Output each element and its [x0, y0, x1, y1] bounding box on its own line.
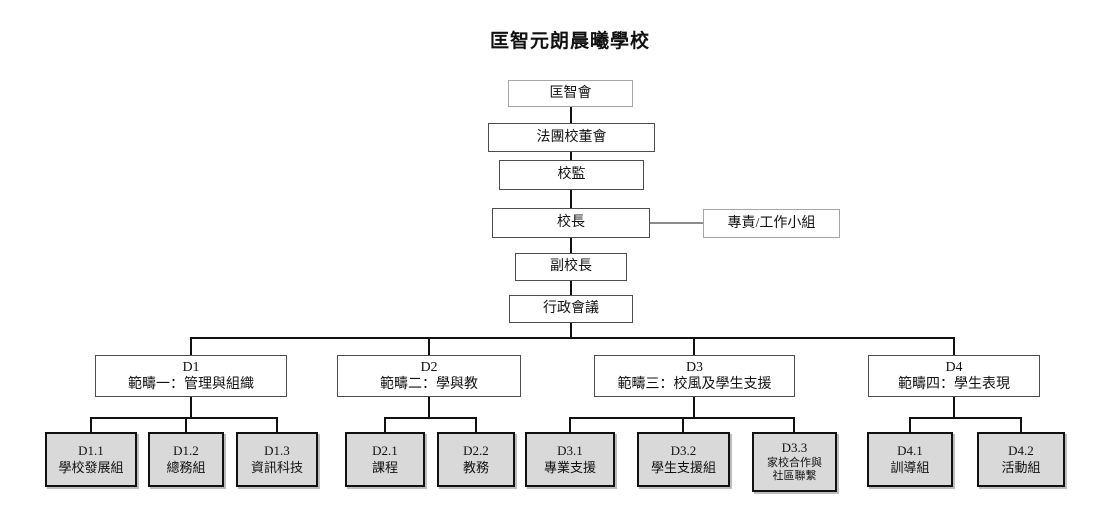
connector-d4-units	[910, 417, 1021, 419]
node-unit-d1-2: D1.2 總務組	[148, 432, 224, 487]
node-unit-d4-2: D4.2 活動組	[977, 432, 1065, 487]
connector	[693, 337, 695, 355]
connector	[276, 417, 278, 432]
connector	[384, 417, 386, 432]
connector	[190, 337, 192, 355]
node-label: 專責/工作小組	[727, 215, 816, 231]
node-supervisor: 校監	[499, 160, 644, 190]
domain-name: 範疇二：學與教	[380, 377, 478, 392]
unit-name: 學校發展組	[58, 459, 124, 475]
connector-d1-units	[91, 417, 277, 419]
node-unit-d3-3: D3.3 家校合作與 社區聯繫	[752, 432, 837, 492]
connector	[570, 323, 572, 338]
node-unit-d1-3: D1.3 資訊科技	[236, 432, 318, 487]
unit-code: D1.1	[78, 442, 104, 458]
node-vice-principal: 副校長	[515, 253, 627, 281]
connector	[570, 107, 572, 123]
node-label: 校監	[557, 167, 586, 183]
connector-d2-units	[385, 417, 476, 419]
connector	[1020, 417, 1022, 432]
connector	[570, 238, 572, 253]
connector	[693, 397, 695, 417]
unit-name: 專業支援	[543, 459, 596, 475]
node-unit-d1-1: D1.1 學校發展組	[45, 432, 137, 487]
connector	[569, 417, 571, 432]
connector	[682, 417, 684, 432]
connector	[570, 152, 572, 160]
unit-name: 訓導組	[890, 459, 930, 475]
unit-code: D3.1	[557, 442, 583, 458]
connector	[428, 397, 430, 417]
unit-code: D4.1	[897, 442, 923, 458]
node-label: 副校長	[550, 259, 592, 275]
unit-name: 資訊科技	[250, 459, 303, 475]
node-imc: 法團校董會	[488, 123, 655, 152]
unit-code: D3.2	[670, 442, 697, 458]
connector	[570, 190, 572, 208]
node-unit-d3-1: D3.1 專業支援	[525, 432, 615, 487]
unit-code: D4.2	[1008, 442, 1034, 458]
unit-name: 教務	[462, 459, 489, 475]
connector	[570, 281, 572, 295]
domain-code: D1	[182, 359, 200, 375]
connector	[90, 417, 92, 432]
connector	[185, 417, 187, 432]
node-unit-d2-2: D2.2 教務	[437, 432, 515, 487]
unit-name: 總務組	[166, 459, 206, 475]
domain-name: 範疇四：學生表現	[898, 377, 1010, 392]
unit-name: 學生支援組	[650, 459, 716, 475]
connector	[953, 397, 955, 417]
unit-code: D1.2	[173, 442, 199, 458]
connector	[190, 397, 192, 417]
connector-domains	[190, 337, 955, 339]
unit-code: D3.3	[781, 439, 808, 455]
connector	[475, 417, 477, 432]
node-admin-council: 行政會議	[509, 295, 633, 323]
node-unit-d4-1: D4.1 訓導組	[867, 432, 953, 487]
domain-code: D3	[685, 359, 704, 375]
unit-name: 課程	[371, 459, 398, 475]
domain-code: D2	[420, 359, 438, 375]
connector	[428, 337, 430, 355]
domain-code: D4	[945, 359, 963, 375]
node-label: 匡智會	[549, 85, 592, 101]
unit-code: D2.1	[372, 442, 398, 458]
node-domain-1: D1 範疇一：管理與組織	[95, 355, 287, 397]
node-label: 校長	[557, 215, 585, 231]
connector-principal-taskgroups	[650, 222, 703, 224]
node-unit-d3-2: D3.2 學生支援組	[637, 432, 730, 487]
connector	[953, 337, 955, 355]
unit-name: 活動組	[1001, 459, 1041, 475]
node-label: 法團校董會	[536, 129, 607, 145]
domain-name: 範疇三：校風及學生支援	[617, 377, 772, 392]
node-hongchi-association: 匡智會	[508, 80, 633, 107]
domain-name: 範疇一：管理與組織	[128, 377, 254, 392]
unit-name: 家校合作與 社區聯繫	[767, 456, 822, 483]
connector	[793, 417, 795, 432]
page-title: 匡智元朗晨曦學校	[489, 31, 650, 52]
node-task-groups: 專責/工作小組	[703, 209, 840, 238]
node-domain-3: D3 範疇三：校風及學生支援	[594, 355, 795, 397]
node-label: 行政會議	[543, 301, 599, 317]
node-domain-2: D2 範疇二：學與教	[337, 355, 521, 397]
unit-code: D2.2	[463, 442, 489, 458]
connector	[909, 417, 911, 432]
node-principal: 校長	[492, 208, 650, 238]
node-domain-4: D4 範疇四：學生表現	[868, 355, 1040, 397]
unit-code: D1.3	[264, 442, 290, 458]
node-unit-d2-1: D2.1 課程	[345, 432, 425, 487]
